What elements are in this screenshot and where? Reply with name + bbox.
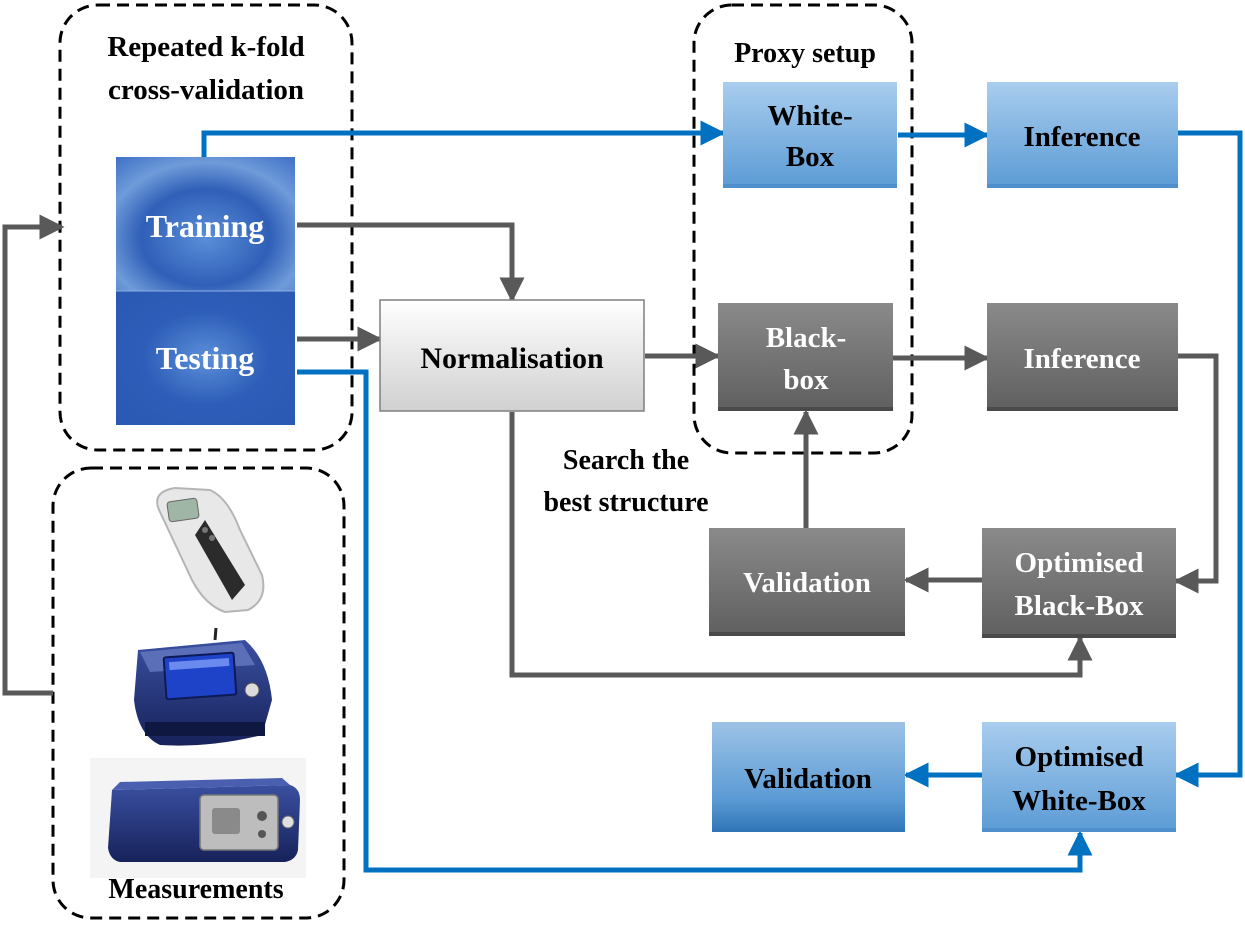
arrow-testing-to-opt-whitebox (297, 369, 1093, 873)
whitebox-node: White- Box (723, 82, 897, 188)
handheld-meter-image (156, 486, 265, 614)
arrow-measurements-to-crossval (2, 214, 65, 696)
testing-node: Testing (116, 290, 295, 425)
whitebox-label-line1: White- (767, 100, 852, 132)
opt-whitebox-node: Optimised White-Box (982, 722, 1176, 832)
search-annotation-line2: best structure (543, 487, 708, 518)
crossval-title-line2: cross-validation (108, 74, 304, 106)
normalisation-node: Normalisation (379, 299, 645, 412)
blackbox-label-line2: box (783, 364, 829, 396)
validation-white-label: Validation (744, 763, 872, 795)
blackbox-node: Black- box (718, 303, 893, 411)
testing-label: Testing (156, 340, 254, 376)
training-node: Training (116, 157, 295, 291)
validation-black-label: Validation (743, 567, 871, 599)
training-label: Training (146, 208, 265, 244)
whitebox-label-line2: Box (786, 141, 835, 173)
arrow-training-to-whitebox (201, 120, 726, 157)
arrow-training-to-normalisation (297, 222, 525, 303)
normalisation-label: Normalisation (420, 342, 604, 375)
measurements-label: Measurements (108, 874, 283, 905)
opt-whitebox-label-line1: Optimised (1015, 741, 1144, 773)
inference-mid-node: Inference (987, 303, 1178, 411)
arrow-normalisation-to-opt-blackbox (509, 412, 1093, 678)
opt-blackbox-node: Optimised Black-Box (982, 528, 1176, 638)
desktop-monitor-image (134, 627, 272, 746)
proxy-group-border (692, 3, 914, 455)
arrow-inference-to-opt-whitebox (1173, 130, 1243, 788)
crossval-title-line1: Repeated k-fold (107, 31, 304, 63)
inference-mid-label: Inference (1023, 343, 1140, 375)
portable-sampler-image (90, 758, 306, 878)
arrow-inference-to-opt-blackbox (1173, 353, 1219, 594)
opt-whitebox-label-line2: White-Box (1012, 785, 1146, 817)
opt-blackbox-label-line2: Black-Box (1015, 590, 1144, 622)
opt-blackbox-label-line1: Optimised (1015, 547, 1144, 579)
validation-black-node: Validation (709, 528, 905, 636)
inference-top-node: Inference (987, 82, 1178, 188)
search-annotation-line1: Search the (563, 445, 689, 476)
validation-white-node: Validation (712, 722, 905, 832)
inference-top-label: Inference (1023, 121, 1140, 153)
proxy-setup-label: Proxy setup (734, 38, 876, 69)
blackbox-label-line1: Black- (766, 322, 847, 354)
